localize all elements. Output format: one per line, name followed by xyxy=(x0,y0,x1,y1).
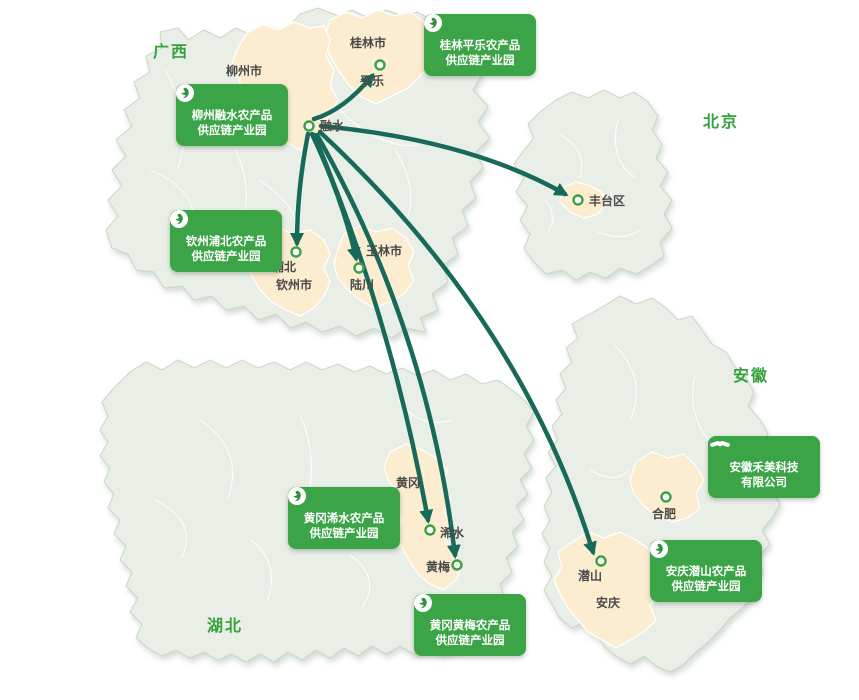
badge-line: 供应链产业园 xyxy=(309,528,379,540)
city-label-xishui: 浠水 xyxy=(440,526,465,540)
city-label-liuzhou: 柳州市 xyxy=(226,64,263,78)
arrow-rongshui-pubei xyxy=(290,131,311,247)
city-label-yulin: 玉林市 xyxy=(366,244,403,258)
province-label-guangxi: 广西 xyxy=(153,44,190,61)
badge-liuzhou-rongshui-park: 柳州融水农产品 供应链产业园 xyxy=(176,84,288,146)
badge-line: 供应链产业园 xyxy=(197,125,267,137)
city-label-huanggang: 黄冈 xyxy=(396,476,421,490)
province-label-beijing: 北京 xyxy=(703,114,740,131)
arrow-rongshui-xishui xyxy=(311,132,434,524)
badge-anqing-qianshan-park: 安庆潜山农产品 供应链产业园 xyxy=(650,540,762,602)
badge-huanggang-huangmei-park: 黄冈黄梅农产品 供应链产业园 xyxy=(414,594,526,656)
badge-line: 有限公司 xyxy=(741,477,787,489)
province-beijing-shape xyxy=(513,89,673,281)
region-anqing xyxy=(553,531,659,649)
city-label-qinzhou: 钦州市 xyxy=(276,278,313,292)
badge-line: 钦州浦北农产品 xyxy=(185,236,267,248)
badge-line: 黄冈浠水农产品 xyxy=(303,513,385,525)
marker-huangmei xyxy=(451,559,463,571)
city-label-huangmei: 黄梅 xyxy=(426,560,451,574)
badge-line: 供应链产业园 xyxy=(191,251,261,263)
province-label-anhui: 安徽 xyxy=(733,368,770,385)
city-label-hefei: 合肥 xyxy=(652,507,677,521)
city-label-luchuan: 陆川 xyxy=(350,278,375,292)
badge-huanggang-xishui-park: 黄冈浠水农产品 供应链产业园 xyxy=(288,487,400,549)
marker-qianshan xyxy=(595,555,607,567)
badge-guilin-pingle-park: 桂林平乐农产品 供应链产业园 xyxy=(424,14,536,76)
badge-line: 供应链产业园 xyxy=(671,581,741,593)
region-hefei xyxy=(629,451,705,523)
city-label-qianshan: 潜山 xyxy=(578,569,603,583)
marker-pubei xyxy=(290,246,302,258)
badge-qinzhou-pubei-park: 钦州浦北农产品 供应链产业园 xyxy=(170,210,282,272)
badge-line: 桂林平乐农产品 xyxy=(439,40,521,52)
badge-anhui-hemei-company: 安徽禾美科技 有限公司 xyxy=(708,436,820,498)
city-label-fengtai: 丰台区 xyxy=(589,194,626,208)
arrow-rongshui-fengtai xyxy=(318,123,569,197)
badge-line: 柳州融水农产品 xyxy=(191,110,273,122)
badge-line: 供应链产业园 xyxy=(435,635,505,647)
marker-rongshui xyxy=(303,120,315,132)
badge-line: 安庆潜山农产品 xyxy=(665,566,747,578)
city-markers xyxy=(290,59,672,571)
city-label-guilin: 桂林市 xyxy=(350,36,387,50)
marker-hefei xyxy=(660,491,672,503)
city-label-pingle: 平乐 xyxy=(360,74,385,88)
badge-line: 黄冈黄梅农产品 xyxy=(429,620,511,632)
marker-pingle xyxy=(374,59,386,71)
city-label-rongshui: 融水 xyxy=(320,119,345,133)
marker-xishui xyxy=(424,524,436,536)
badge-line: 供应链产业园 xyxy=(445,55,515,67)
badge-line: 安徽禾美科技 xyxy=(729,462,799,474)
marker-luchuan xyxy=(353,262,365,274)
province-label-hubei: 湖北 xyxy=(207,618,244,635)
marker-fengtai xyxy=(572,194,584,206)
city-label-anqing: 安庆 xyxy=(596,596,621,610)
arrow-rongshui-huangmei xyxy=(314,132,461,559)
arrow-rongshui-qianshan xyxy=(317,129,597,556)
connection-arrows xyxy=(290,72,597,559)
arrow-rongshui-pingle xyxy=(311,72,375,122)
